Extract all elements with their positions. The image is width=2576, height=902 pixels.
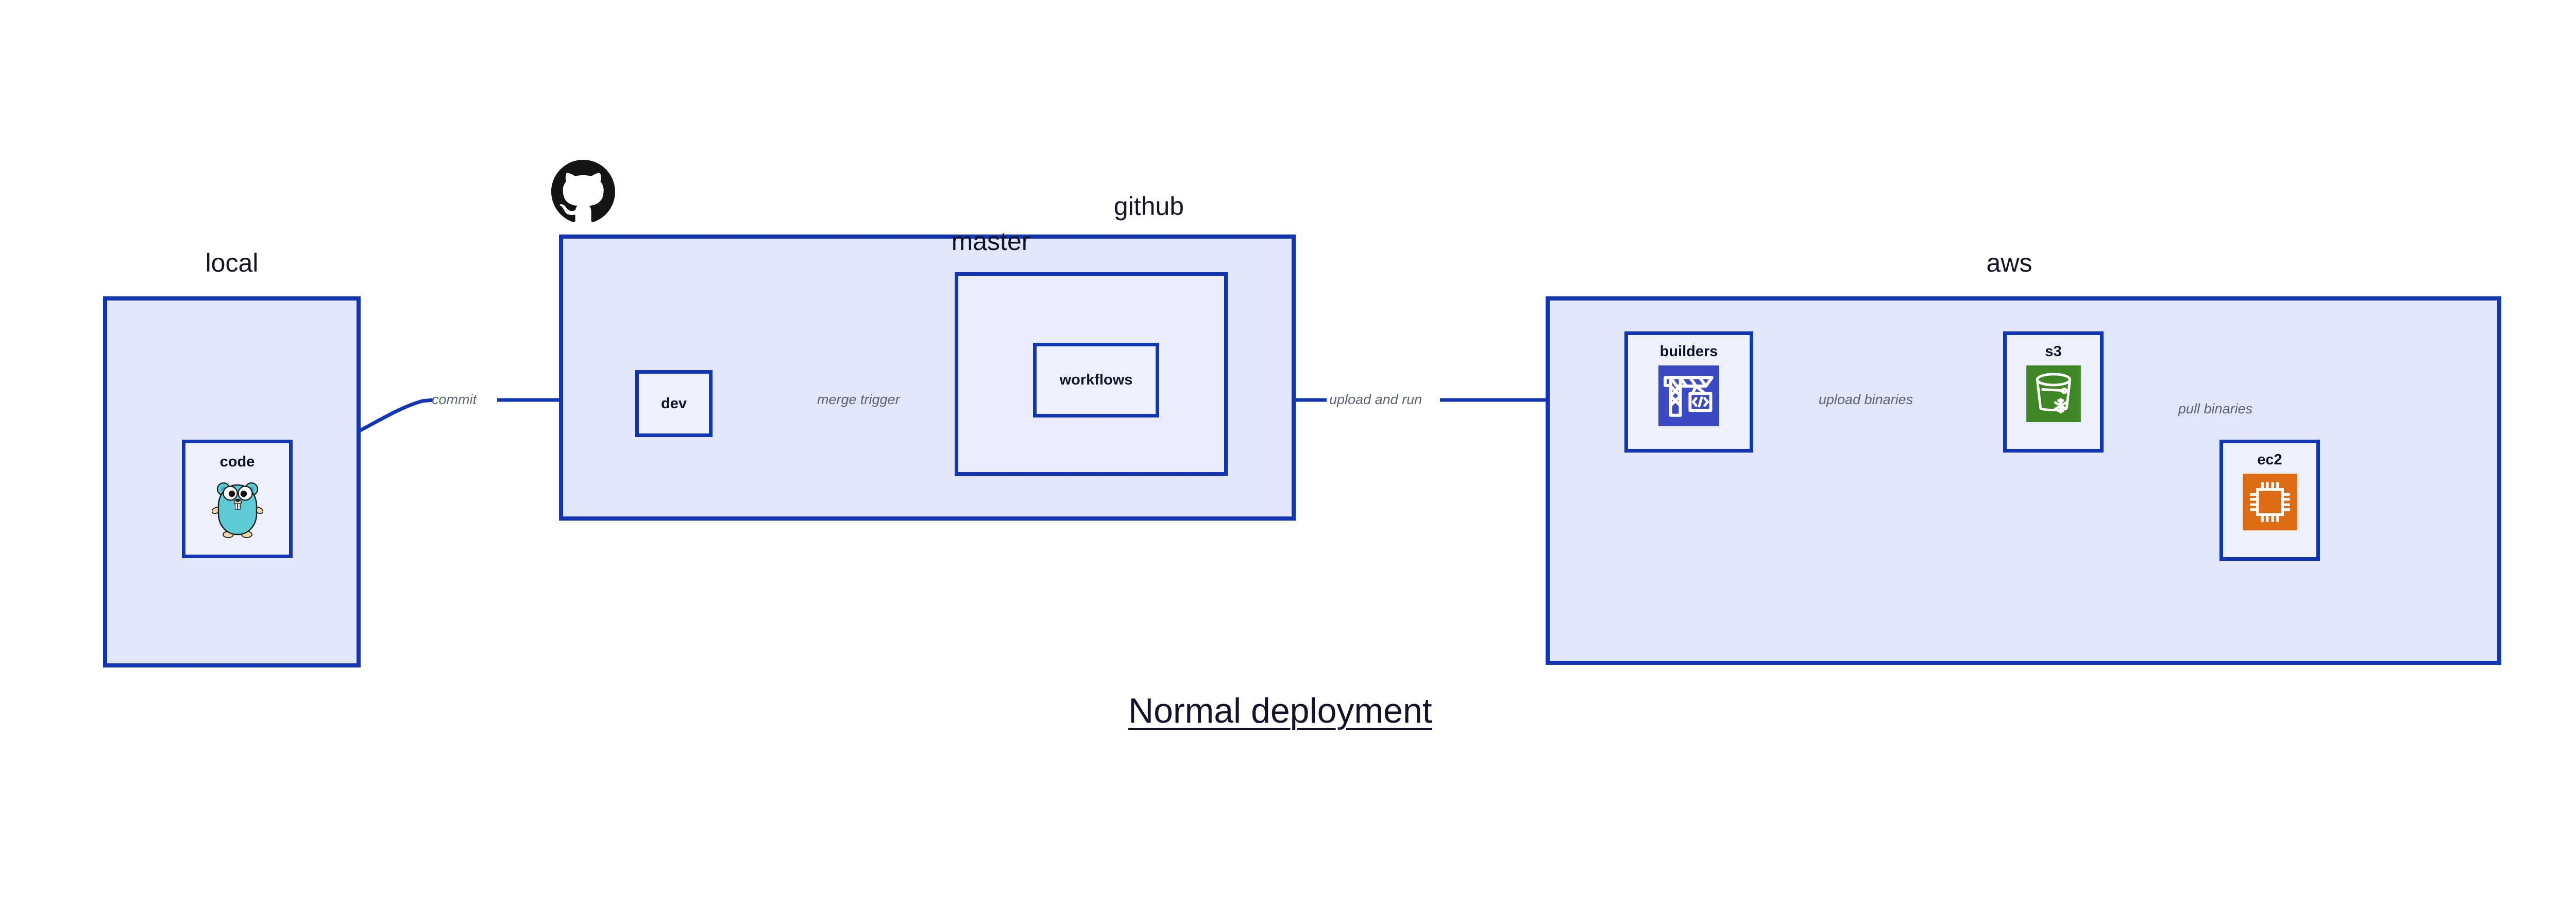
node-code[interactable]: code <box>182 440 293 558</box>
node-builders[interactable]: builders <box>1624 331 1753 453</box>
node-label-s3: s3 <box>2045 343 2062 360</box>
edge-label-commit: commit <box>432 392 477 407</box>
subgroup-label-master: master <box>951 227 1030 256</box>
edge-label-upload-and-run: upload and run <box>1329 392 1422 407</box>
edge-label-pull-binaries: pull binaries <box>2178 401 2253 416</box>
node-workflows[interactable]: workflows <box>1033 343 1159 417</box>
edge-label-merge-trigger: merge trigger <box>817 392 900 407</box>
node-label-builders: builders <box>1659 343 1718 360</box>
node-ec2[interactable]: ec2 <box>2219 440 2320 561</box>
group-github: dev master workflows <box>559 228 1296 521</box>
node-label-ec2: ec2 <box>2257 452 2282 468</box>
diagram-title: Normal deployment <box>1128 691 1432 730</box>
aws-s3-icon <box>2026 365 2081 422</box>
node-label-workflows: workflows <box>1059 372 1133 388</box>
group-label-aws: aws <box>1986 248 2032 277</box>
aws-crane-icon <box>1658 365 1719 426</box>
node-s3[interactable]: s3 <box>2003 331 2104 453</box>
aws-ec2-icon <box>2242 474 2297 530</box>
node-dev[interactable]: dev <box>635 370 713 437</box>
group-label-github: github <box>1113 192 1184 221</box>
go-gopher-icon <box>211 482 263 538</box>
group-local: code <box>103 296 361 667</box>
edge-label-upload-binaries: upload binaries <box>1819 392 1913 407</box>
subgroup-master: workflows <box>955 272 1228 476</box>
group-label-local: local <box>205 248 259 277</box>
group-aws: builders <box>1546 296 2501 665</box>
node-label-dev: dev <box>661 395 687 412</box>
node-label-code: code <box>219 454 255 470</box>
github-icon <box>551 160 615 222</box>
